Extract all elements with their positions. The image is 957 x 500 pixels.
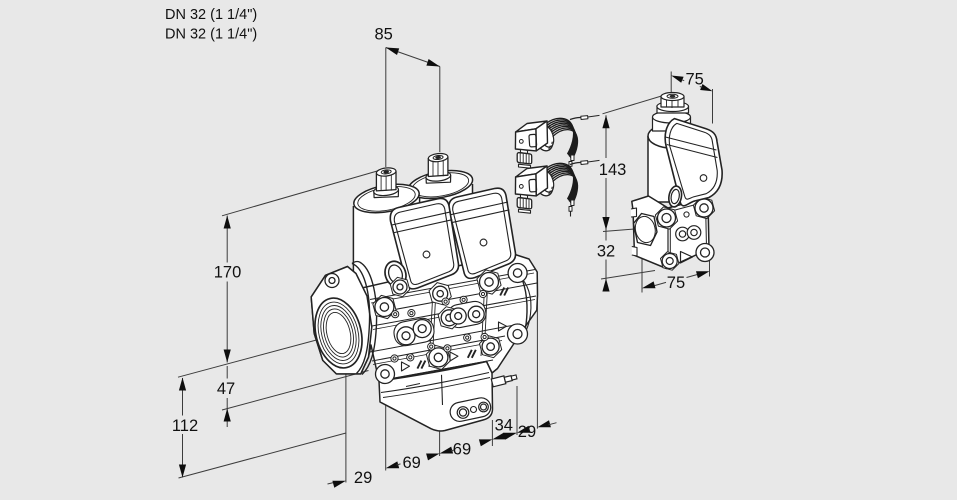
svg-text:29: 29	[518, 423, 536, 441]
svg-text:85: 85	[375, 26, 393, 44]
svg-text:69: 69	[403, 454, 421, 472]
svg-text:DN 32 (1 1/4"): DN 32 (1 1/4")	[165, 27, 257, 43]
svg-text:112: 112	[172, 417, 198, 435]
svg-text:34: 34	[495, 417, 513, 435]
svg-text:32: 32	[597, 243, 615, 261]
svg-text:69: 69	[453, 440, 471, 458]
svg-text:29: 29	[354, 469, 372, 487]
svg-text:47: 47	[217, 380, 235, 398]
svg-text:DN 32 (1 1/4"): DN 32 (1 1/4")	[165, 7, 257, 23]
svg-text:170: 170	[214, 264, 242, 282]
svg-text:75: 75	[686, 70, 704, 88]
svg-text:143: 143	[599, 161, 627, 179]
svg-text:75: 75	[667, 274, 685, 292]
